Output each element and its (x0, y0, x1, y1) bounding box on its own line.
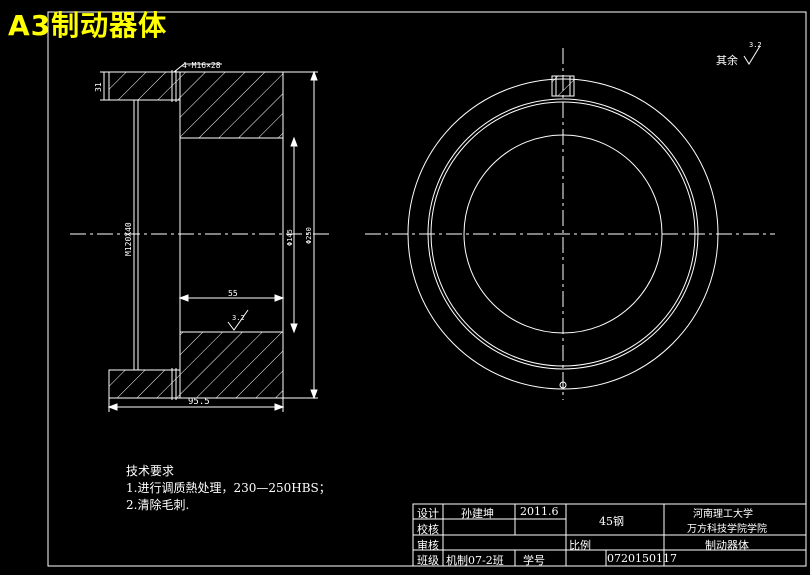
inner-thread-label: M120X40 (124, 222, 133, 256)
school-line2: 万方科技学院学院 (687, 524, 767, 535)
bolt-hole-label: 4-M16×28 (182, 61, 221, 70)
top-flange (108, 71, 181, 101)
bore-depth-label: 55 (228, 289, 238, 298)
top-hatched-section (179, 71, 284, 139)
inner-dia-label: Φ145 (286, 229, 294, 246)
technical-requirements: 技术要求 1.进行调质熱处理，230—250HBS； 2.清除毛刺. (126, 463, 331, 514)
total-length-label: 95.5 (188, 397, 210, 407)
design-date: 2011.6 (520, 505, 559, 518)
bottom-flange (108, 369, 181, 399)
bolt-hole-circle (559, 381, 567, 389)
school-line1: 河南理工大学 (693, 509, 753, 520)
design-label: 设计 (417, 507, 439, 520)
bore-circle (463, 134, 663, 334)
tech-req-item-2: 2.清除毛刺. (126, 498, 190, 512)
review-label: 审核 (417, 539, 439, 552)
class-value: 机制07-2班 (446, 554, 504, 567)
section-view (70, 63, 330, 412)
title-block: 设计 孙建坤 2011.6 校核 审核 班级 机制07-2班 学号 072015… (413, 504, 806, 567)
roughness-other-label: 3.2 (749, 41, 762, 49)
student-no-label: 学号 (523, 554, 545, 567)
roughness-inner-label: 3.2 (232, 314, 245, 322)
material: 45钢 (599, 515, 624, 528)
outer-dia-label: Φ250 (305, 227, 313, 244)
title-block-grid (412, 503, 807, 567)
check-label: 校核 (417, 523, 439, 536)
scale-label: 比例 (569, 539, 591, 552)
end-view (365, 45, 775, 400)
groove-depth-label: 31 (94, 82, 103, 92)
tech-req-heading: 技术要求 (126, 464, 175, 478)
roughness-symbol (227, 309, 249, 331)
flange-circle-outer (427, 98, 699, 370)
other-surfaces-note: 其余 (716, 54, 738, 67)
bottom-hatched-section (179, 331, 284, 399)
designer-name: 孙建坤 (461, 507, 494, 520)
roughness-symbol-other (743, 45, 761, 65)
drawing-title: A3制动器体 (8, 9, 168, 42)
class-label: 班级 (417, 554, 439, 567)
part-name: 制动器体 (705, 539, 749, 552)
student-no: 0720150117 (607, 552, 677, 565)
flange-circle-inner (430, 101, 696, 367)
top-threaded-hole (551, 75, 575, 97)
tech-req-item-1: 1.进行调质熱处理，230—250HBS； (126, 481, 331, 495)
